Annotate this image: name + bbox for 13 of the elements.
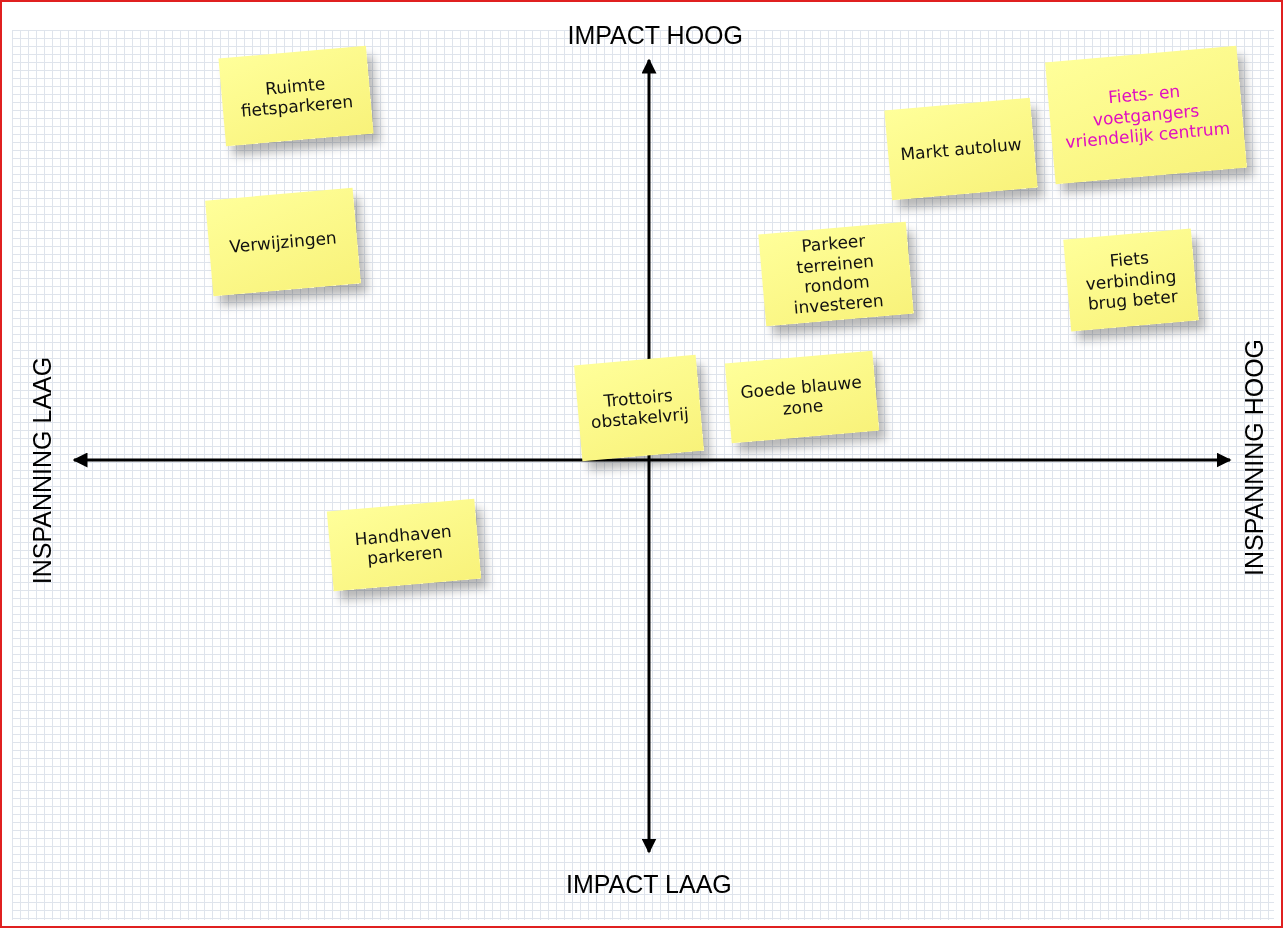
sticky-note: Trottoirs obstakelvrij — [574, 354, 704, 462]
sticky-note: Markt autoluw — [884, 97, 1038, 201]
sticky-note: Fiets verbinding brug beter — [1063, 228, 1199, 332]
sticky-note: Handhaven parkeren — [326, 498, 482, 592]
sticky-note: Verwijzingen — [205, 187, 361, 297]
axis-label: IMPACT HOOG — [567, 20, 743, 50]
axis-label: INSPANNING LAAG — [27, 356, 57, 584]
sticky-note: Fiets- en voetgangers vriendelijk centrum — [1045, 45, 1247, 185]
sticky-note: Parkeer terreinen rondom investeren — [758, 221, 914, 327]
sticky-note: Ruimte fietsparkeren — [218, 45, 374, 147]
sticky-note: Goede blauwe zone — [724, 350, 880, 444]
axis-label: INSPANNING HOOG — [1239, 338, 1269, 576]
axis-label: IMPACT LAAG — [566, 869, 732, 899]
